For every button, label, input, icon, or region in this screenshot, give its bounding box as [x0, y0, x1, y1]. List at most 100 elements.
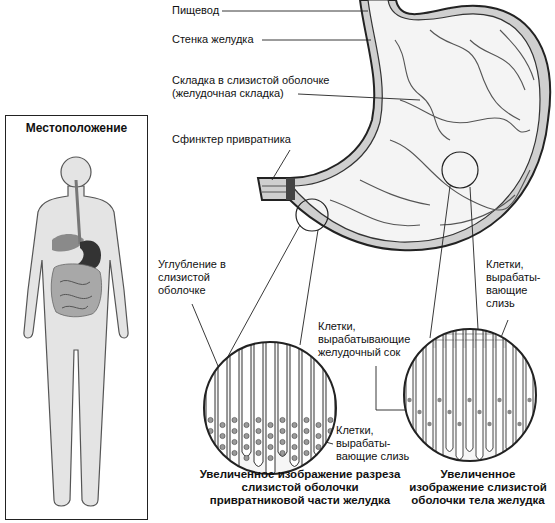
panel-heading: Местоположение	[6, 116, 147, 135]
gland-cell	[292, 422, 297, 427]
gland-cell	[244, 422, 249, 427]
gland-cell	[304, 417, 309, 422]
part-label: Стенка желудка	[172, 33, 312, 46]
secretory-cell	[497, 398, 501, 402]
gastric-gland	[446, 330, 453, 452]
gland-cell	[256, 450, 261, 455]
secretory-cell	[537, 410, 541, 414]
gastric-gland	[536, 330, 543, 460]
detail-line	[226, 225, 300, 360]
leader-line	[222, 11, 368, 12]
gland-cell	[292, 455, 297, 460]
gland-cell	[220, 444, 225, 449]
gastric-gland	[436, 330, 443, 460]
gland-cell	[316, 455, 321, 460]
body-intestine-loops	[60, 280, 92, 308]
gland-cell	[268, 444, 273, 449]
figure-caption: Увеличенное изображение слизистой оболоч…	[404, 468, 552, 507]
secretory-cell	[417, 410, 421, 414]
gastric-gland	[486, 330, 493, 452]
gastric-gland	[426, 330, 433, 452]
gland-cell	[244, 433, 249, 438]
mucus-cells	[425, 334, 434, 340]
gastric-gland	[496, 330, 503, 460]
mucus-cells	[535, 334, 544, 340]
gastric-pit	[242, 336, 251, 457]
gland-cell	[232, 450, 237, 455]
gastric-pit	[266, 336, 275, 477]
gland-cell	[232, 439, 237, 444]
detail-line	[470, 187, 478, 329]
gland-cell	[256, 417, 261, 422]
gland-cell	[304, 439, 309, 444]
gastric-pit	[230, 336, 239, 477]
mucus-cells	[475, 334, 484, 340]
secretory-cell	[467, 398, 471, 402]
magnified-view-border	[204, 342, 336, 474]
gland-cell	[244, 444, 249, 449]
gland-cell	[280, 450, 285, 455]
secretory-cell	[477, 410, 481, 414]
detail-line	[300, 230, 318, 345]
gland-cell	[292, 444, 297, 449]
magnified-view-body	[404, 329, 536, 461]
gland-cell	[232, 428, 237, 433]
gastric-folds	[330, 30, 534, 226]
gastric-pit	[290, 336, 299, 467]
duodenum-lumen	[262, 186, 286, 192]
gastric-pit	[218, 336, 227, 467]
part-label: Углубление в слизистой оболочке	[158, 258, 230, 297]
gland-cell	[256, 439, 261, 444]
gastric-gland	[526, 330, 533, 452]
secretory-cell	[507, 410, 511, 414]
gastric-gland	[456, 330, 463, 460]
detail-marker-pylorus	[296, 199, 328, 231]
gastric-pit	[278, 336, 287, 457]
figure-caption: Увеличенное изображение разреза слизисто…	[198, 468, 402, 507]
gland-cell	[220, 422, 225, 427]
secretory-cell	[527, 398, 531, 402]
pyloric-sphincter	[286, 178, 295, 200]
gland-cell	[304, 450, 309, 455]
gland-cell	[328, 417, 333, 422]
detail-marker-body	[442, 152, 478, 188]
gastric-pit	[302, 336, 311, 477]
gland-cell	[304, 428, 309, 433]
part-label: Пищевод	[172, 4, 292, 17]
secretory-cell	[437, 398, 441, 402]
gland-cell	[244, 455, 249, 460]
gland-cell	[208, 450, 213, 455]
gland-cell	[316, 422, 321, 427]
secretory-cell	[427, 422, 431, 426]
gastric-gland	[476, 330, 483, 460]
part-label: Складка в слизистой оболочке (желудочная…	[172, 74, 352, 100]
leader-line	[262, 40, 371, 41]
secretory-cell	[447, 410, 451, 414]
leader-line	[298, 94, 420, 100]
part-label: Клетки, вырабаты- вающие слизь	[486, 258, 552, 310]
stomach-mucosa	[292, 0, 540, 242]
part-label: Клетки, вырабатывающие желудочный сок	[318, 320, 414, 359]
gland-cell	[316, 444, 321, 449]
location-panel: Местоположение	[5, 115, 148, 520]
leader-line	[192, 304, 218, 366]
gastric-gland	[406, 330, 413, 452]
gastric-pit	[254, 336, 263, 467]
gland-cell	[208, 417, 213, 422]
gland-cell	[280, 439, 285, 444]
mucus-cells	[485, 334, 494, 340]
gland-cell	[268, 433, 273, 438]
gland-cell	[292, 433, 297, 438]
gastric-gland	[506, 330, 513, 452]
gland-cell	[256, 428, 261, 433]
body-silhouette	[24, 186, 128, 506]
gland-cell	[328, 450, 333, 455]
part-label: Сфинктер привратника	[172, 133, 312, 146]
leader-line	[272, 150, 290, 180]
secretory-cell	[407, 398, 411, 402]
mucus-cells	[445, 334, 454, 340]
mucus-cells	[465, 334, 474, 340]
secretory-cell	[457, 422, 461, 426]
detail-line	[430, 186, 450, 338]
